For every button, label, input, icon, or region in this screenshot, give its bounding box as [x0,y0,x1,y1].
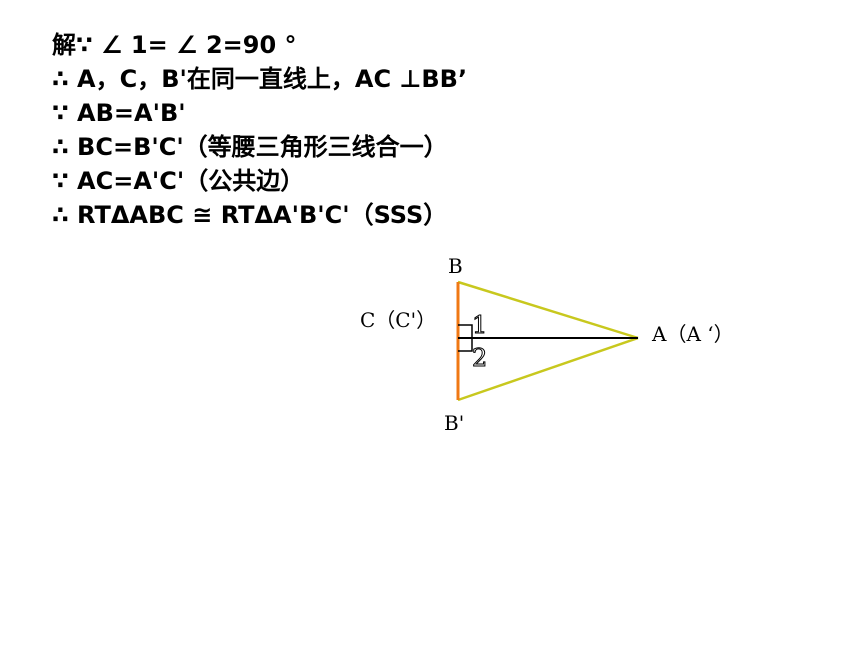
right-angle-mark-2 [458,338,473,352]
label-a: A（A ‘） [651,322,734,346]
right-angle-mark-1 [458,324,473,338]
proof-line-2: ∴ A，C，B'在同一直线上，AC ⊥BB’ [52,65,468,93]
proof-line-3: ∵ AB=A'B' [52,99,186,127]
label-c: C（C'） [360,308,436,332]
proof-line-4: ∴ BC=B'C'（等腰三角形三线合一） [52,133,448,161]
angle-1-label: 1 [472,311,487,339]
proof-line-1: 解∵ ∠ 1= ∠ 2=90 ° [52,31,297,59]
proof-text: 解∵ ∠ 1= ∠ 2=90 ° ∴ A，C，B'在同一直线上，AC ⊥BB’ … [52,28,467,232]
angle-2-label: 2 [472,344,487,372]
side-ab [457,280,639,340]
proof-line-6: ∴ RTΔABC ≅ RTΔA'B'C'（SSS） [52,201,448,229]
side-ab-prime [457,336,639,402]
label-b: B [448,254,463,278]
label-b-prime: B' [444,411,464,435]
proof-line-5: ∵ AC=A'C'（公共边） [52,167,305,195]
